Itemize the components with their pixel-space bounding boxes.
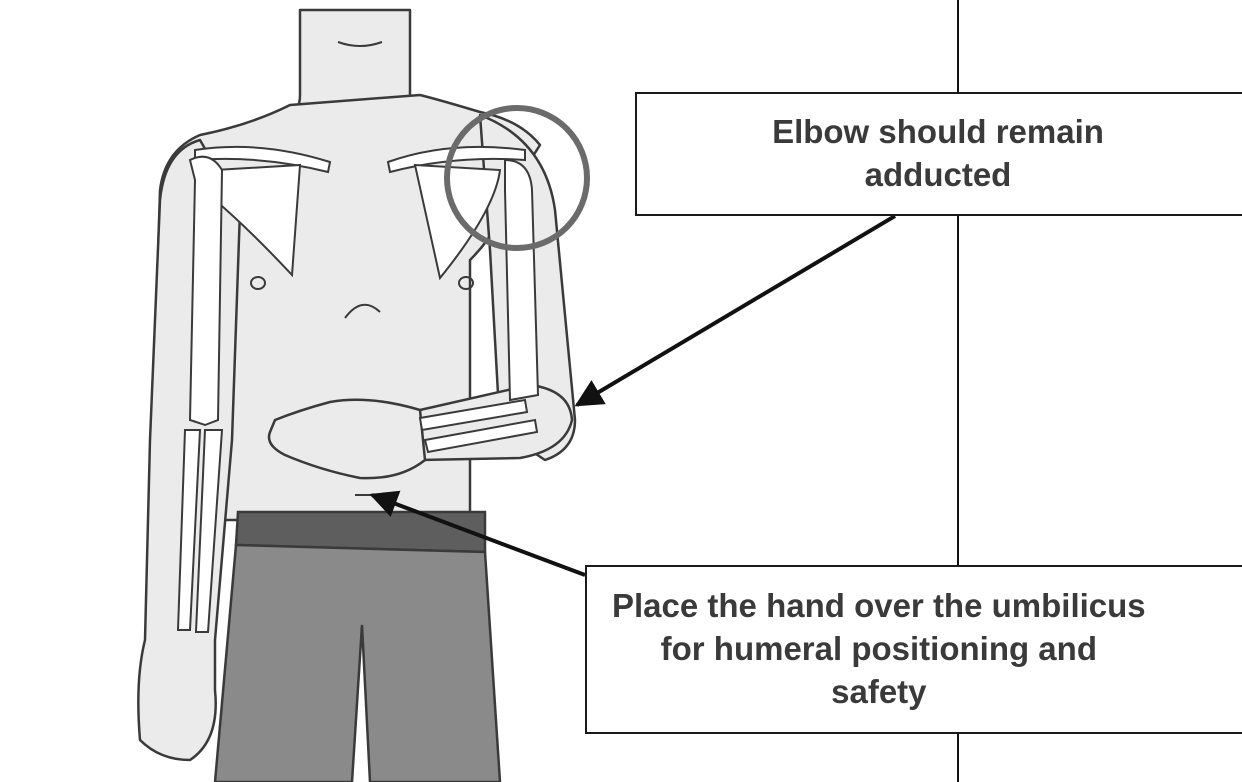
elbow-callout-text: Elbow should remain adducted <box>772 111 1104 197</box>
elbow-callout-box: Elbow should remain adducted <box>635 92 1242 216</box>
humerus-left <box>190 157 222 425</box>
humerus-right <box>505 160 538 400</box>
arrow-elbow <box>577 216 895 405</box>
hand-callout-text: Place the hand over the umbilicus for hu… <box>612 585 1146 714</box>
pants <box>215 512 500 782</box>
hand-callout-box: Place the hand over the umbilicus for hu… <box>585 565 1242 734</box>
